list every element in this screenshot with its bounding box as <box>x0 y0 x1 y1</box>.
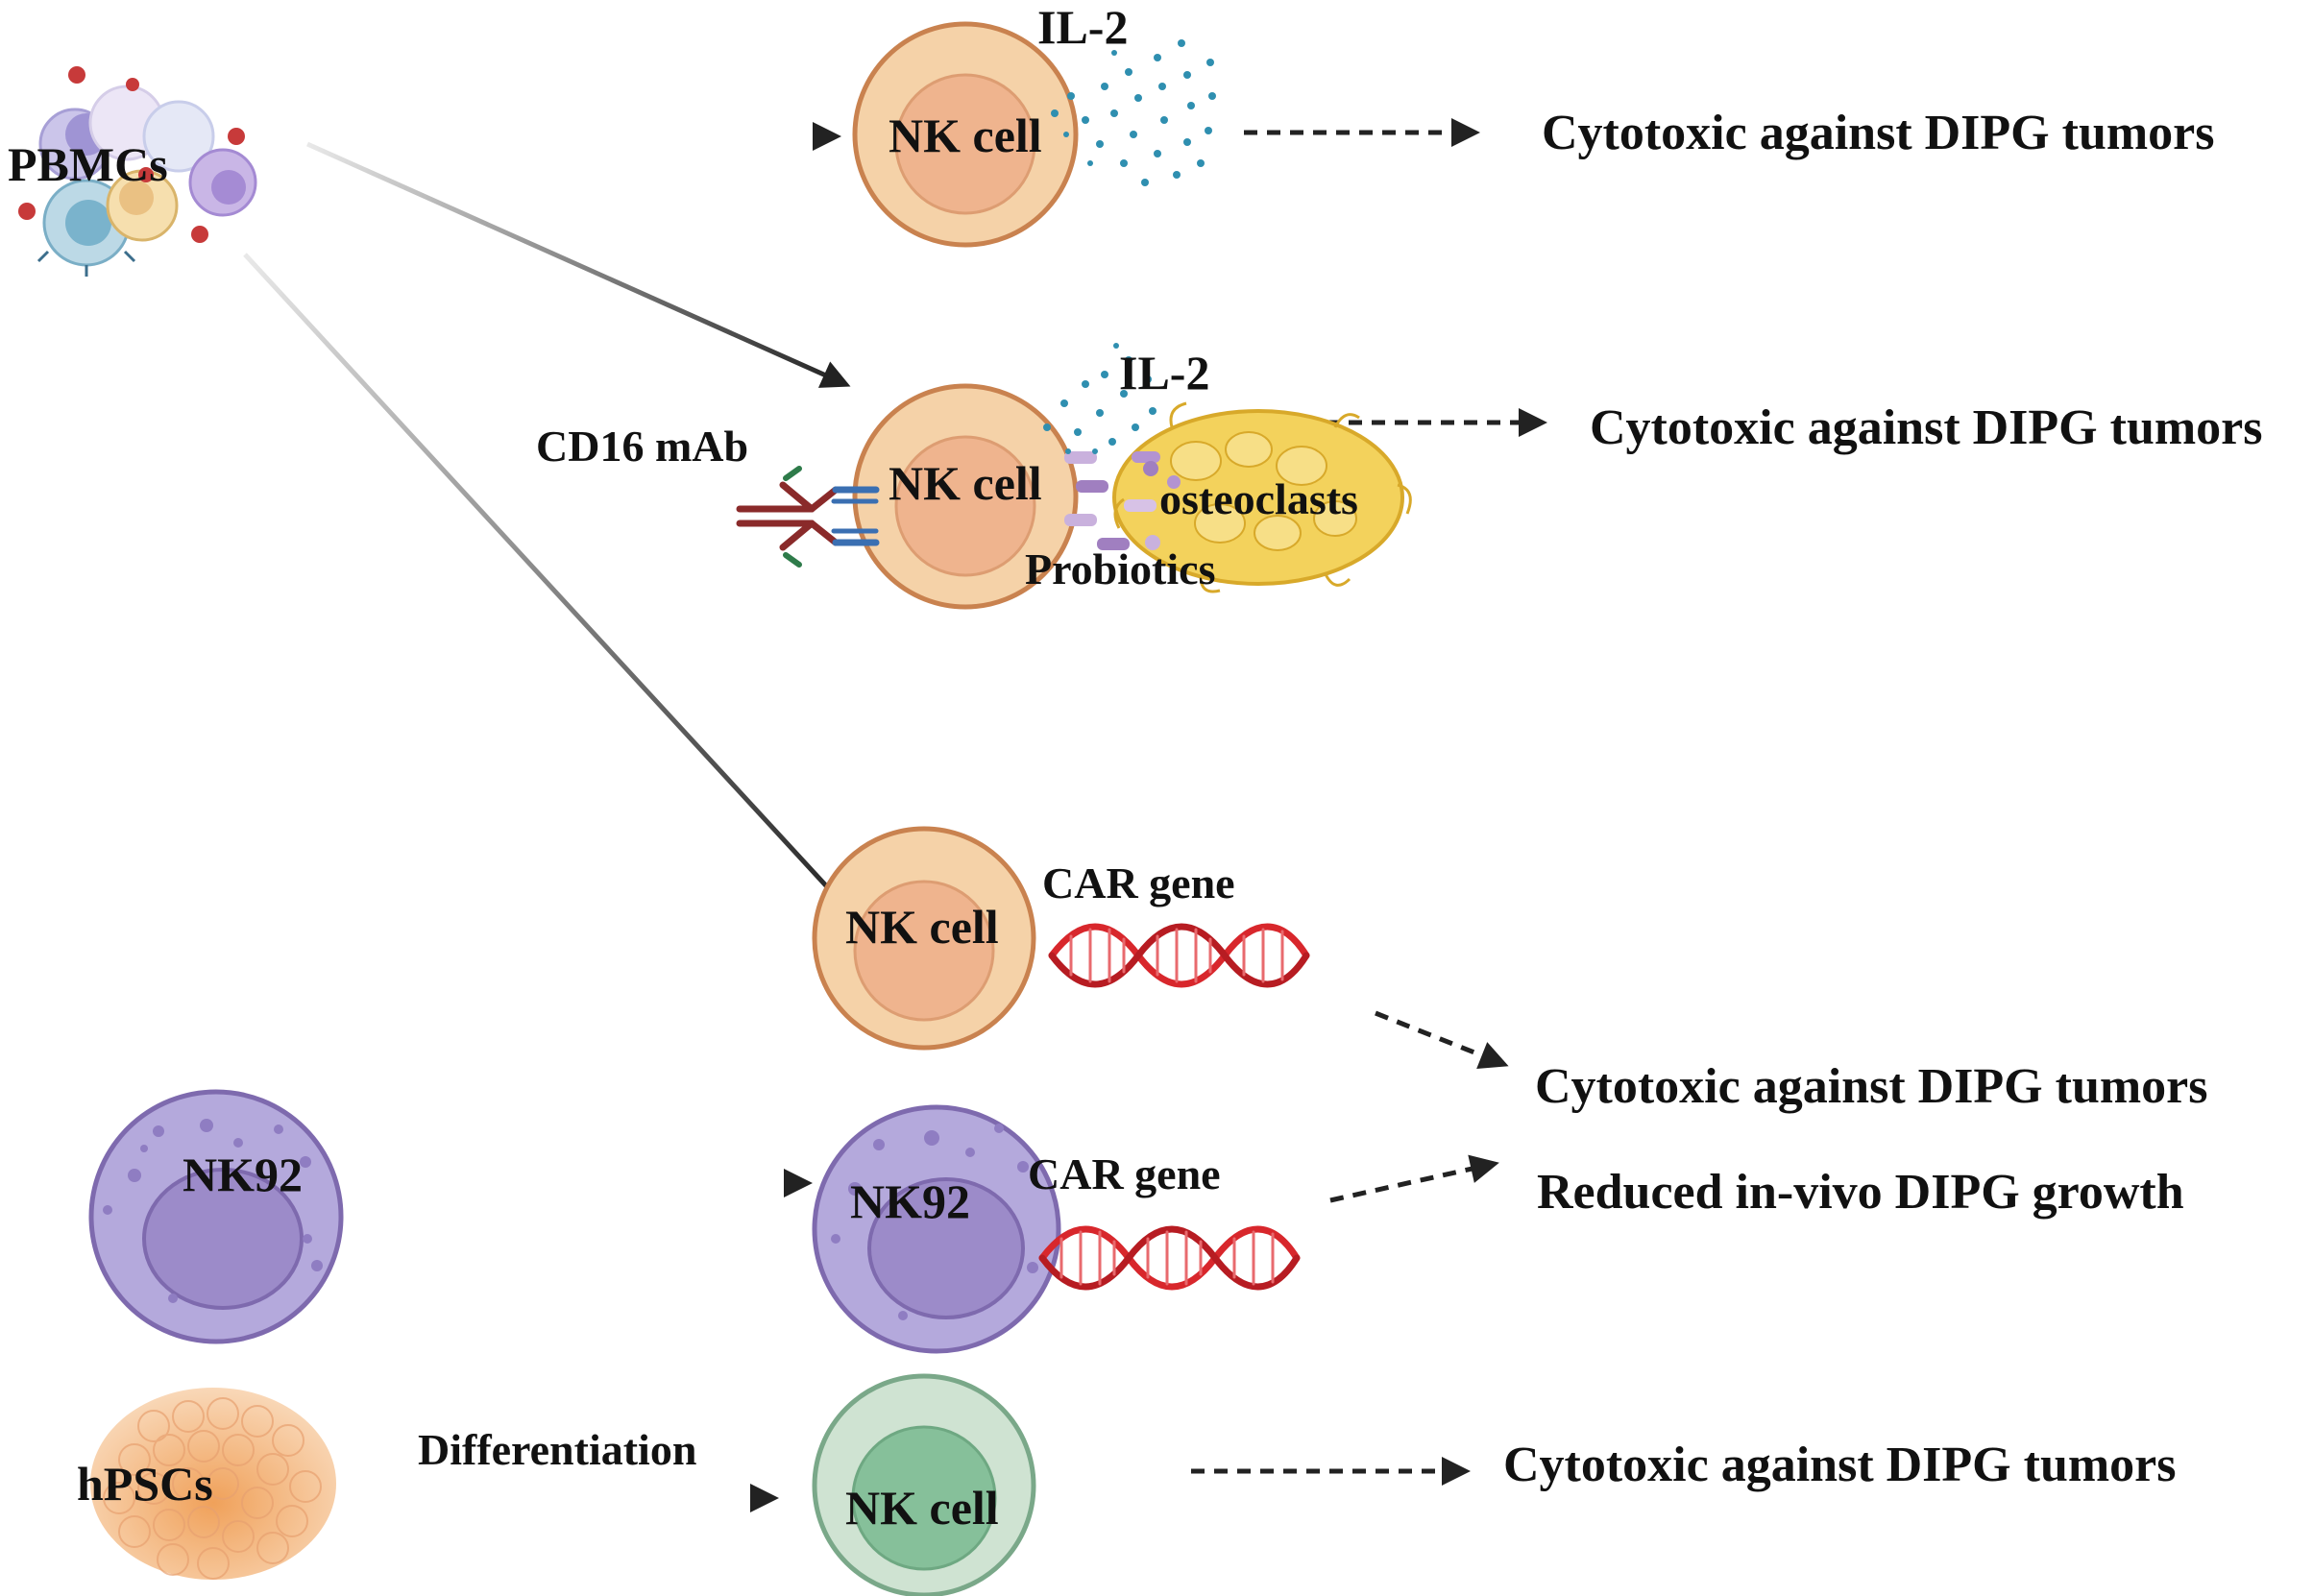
probiotics-bacteria <box>1064 451 1181 550</box>
nk92-source-label: NK92 <box>183 1148 303 1201</box>
car-nk92-cell: NK92 <box>812 1104 1061 1354</box>
cd16-label: CD16 mAb <box>536 422 748 471</box>
osteoclast <box>1112 401 1412 593</box>
nk-cell-row5: NK cell <box>812 1373 1036 1596</box>
car-gene-row3-label: CAR gene <box>1042 858 1235 907</box>
dna-helix-row3 <box>1048 923 1310 988</box>
pbmc-label: PBMCs <box>8 137 168 191</box>
nk-cell-row3-label: NK cell <box>845 900 999 954</box>
nk-cell-row3: NK cell <box>812 826 1036 1051</box>
dashed-arrow-row3 <box>1375 1010 1509 1070</box>
nk-cell-row2: NK cell <box>852 383 1079 610</box>
nk92-source-cell: NK92 <box>88 1089 344 1344</box>
dna-helix-row4 <box>1038 1225 1301 1291</box>
osteoclasts-label: osteoclasts <box>1159 474 1358 523</box>
car-nk92-label: NK92 <box>850 1174 970 1228</box>
probiotics-label: Probiotics <box>1025 544 1215 593</box>
outcome-row5: Cytotoxic against DIPG tumors <box>1503 1438 2177 1492</box>
nk-cell-row1: NK cell <box>852 21 1079 248</box>
arrow-pbmc-to-nk-row3 <box>243 253 860 922</box>
pbmc-cluster: PBMCs <box>8 66 257 277</box>
nk-cell-row5-label: NK cell <box>845 1481 999 1535</box>
nk-cell-row1-label: NK cell <box>889 109 1042 162</box>
nk-cell-row2-label: NK cell <box>889 456 1042 510</box>
outcome-row2: Cytotoxic against DIPG tumors <box>1590 400 2263 455</box>
arrow-pbmc-to-nk-row2 <box>305 141 851 388</box>
il2-row2-label: IL-2 <box>1119 346 1209 399</box>
outcome-row4: Reduced in-vivo DIPG growth <box>1537 1165 2184 1220</box>
hpsc-label: hPSCs <box>77 1457 213 1511</box>
il2-row2-dots <box>1043 343 1156 454</box>
dashed-arrow-row4 <box>1329 1154 1499 1203</box>
il2-row1-dots <box>1051 39 1216 186</box>
differentiation-label: Differentiation <box>418 1425 696 1474</box>
il2-row1-label: IL-2 <box>1037 0 1128 54</box>
cd16-antibody <box>736 466 880 568</box>
outcome-row1: Cytotoxic against DIPG tumors <box>1542 106 2215 160</box>
car-gene-row4-label: CAR gene <box>1028 1149 1221 1198</box>
outcome-row3: Cytotoxic against DIPG tumors <box>1535 1059 2208 1114</box>
hpsc-cluster: hPSCs <box>77 1388 336 1580</box>
